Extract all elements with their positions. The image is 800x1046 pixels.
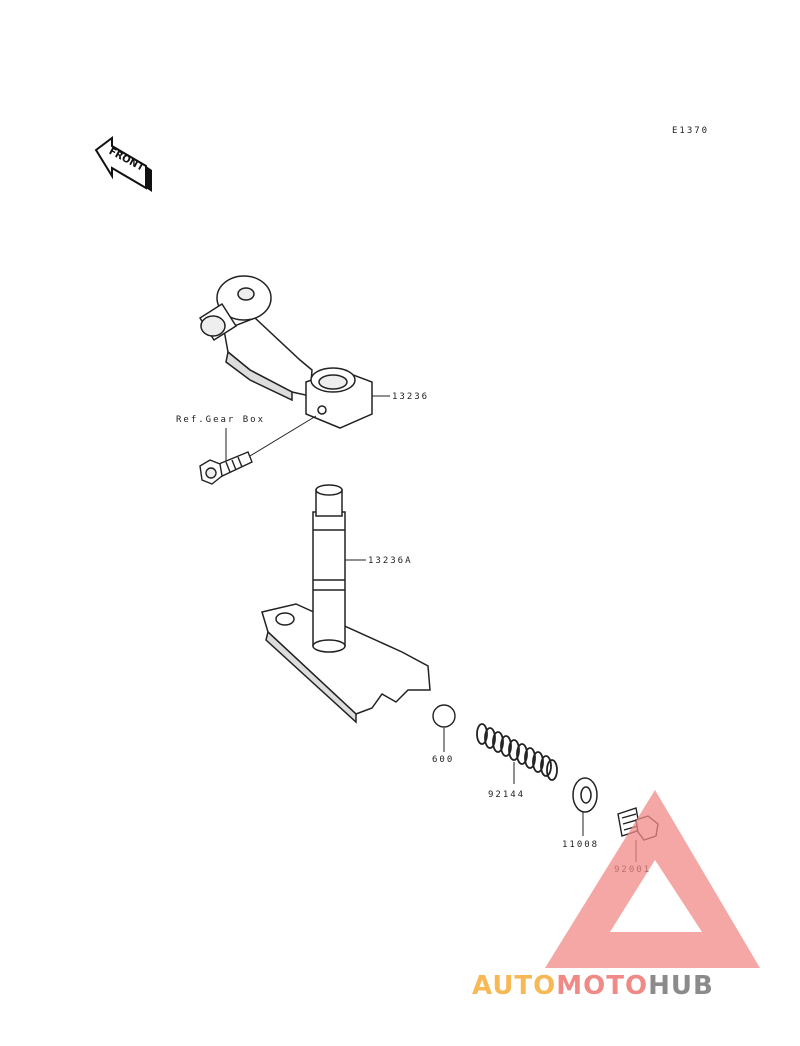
watermark-part3: HUB	[648, 971, 714, 1001]
bolt-part-drawing	[199, 451, 253, 485]
part-number-ball: 600	[432, 755, 454, 765]
part-number-washer: 11008	[562, 840, 599, 850]
part-number-lever: 13236	[392, 392, 429, 402]
part-number-spring: 92144	[488, 790, 525, 800]
part-number-shaft: 13236A	[368, 556, 413, 566]
watermark-part1: AUTO	[472, 971, 556, 1001]
watermark-logo: AUTOMOTOHUB	[472, 971, 714, 1001]
reference-label: Ref.Gear Box	[176, 415, 265, 425]
washer-part-drawing	[572, 777, 598, 813]
ball-part-drawing	[432, 704, 456, 728]
diagram-ref-code: E1370	[672, 126, 709, 136]
front-arrow-icon: FRONT	[94, 136, 152, 192]
watermark-part2: MOTO	[556, 971, 648, 1001]
shaft-part-drawing	[261, 484, 431, 724]
lever-part-drawing	[198, 275, 373, 429]
spring-part-drawing	[476, 723, 558, 781]
watermark-triangle-icon	[545, 790, 760, 968]
